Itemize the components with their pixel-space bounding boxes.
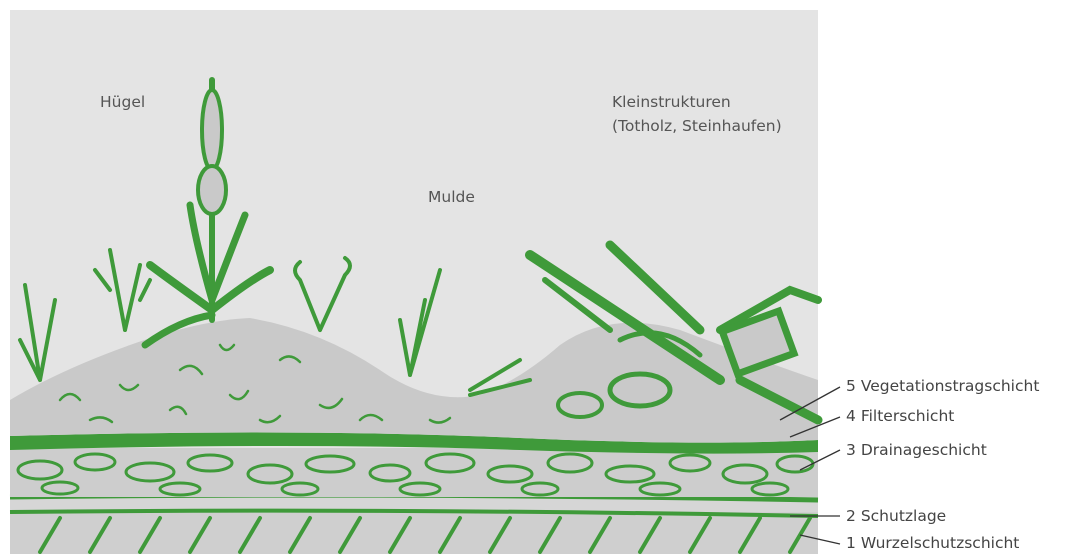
layer-number: 1 (846, 534, 856, 552)
protection-layer (10, 495, 818, 516)
label-microstructures-line2: (Totholz, Steinhaufen) (612, 114, 782, 138)
label-microstructures-line1: Kleinstrukturen (612, 90, 782, 114)
label-hollow: Mulde (428, 185, 475, 209)
label-hill: Hügel (100, 90, 145, 114)
label-microstructures: Kleinstrukturen (Totholz, Steinhaufen) (612, 90, 782, 138)
layer-number: 4 (846, 407, 856, 425)
layer-name: Vegetationstragschicht (861, 377, 1040, 395)
layer-label-4: 4 Filterschicht (846, 404, 954, 428)
root-barrier-layer (10, 512, 818, 554)
layer-name: Schutzlage (861, 507, 946, 525)
layer-label-3: 3 Drainageschicht (846, 438, 987, 462)
layer-name: Drainageschicht (861, 441, 987, 459)
layer-name: Wurzelschutzschicht (861, 534, 1020, 552)
drainage-layer (10, 448, 818, 497)
layer-label-1: 1 Wurzelschutzschicht (846, 531, 1019, 555)
layer-label-5: 5 Vegetationstragschicht (846, 374, 1039, 398)
layer-number: 3 (846, 441, 856, 459)
layer-label-2: 2 Schutzlage (846, 504, 946, 528)
layer-name: Filterschicht (861, 407, 955, 425)
layer-number: 2 (846, 507, 856, 525)
layer-number: 5 (846, 377, 856, 395)
